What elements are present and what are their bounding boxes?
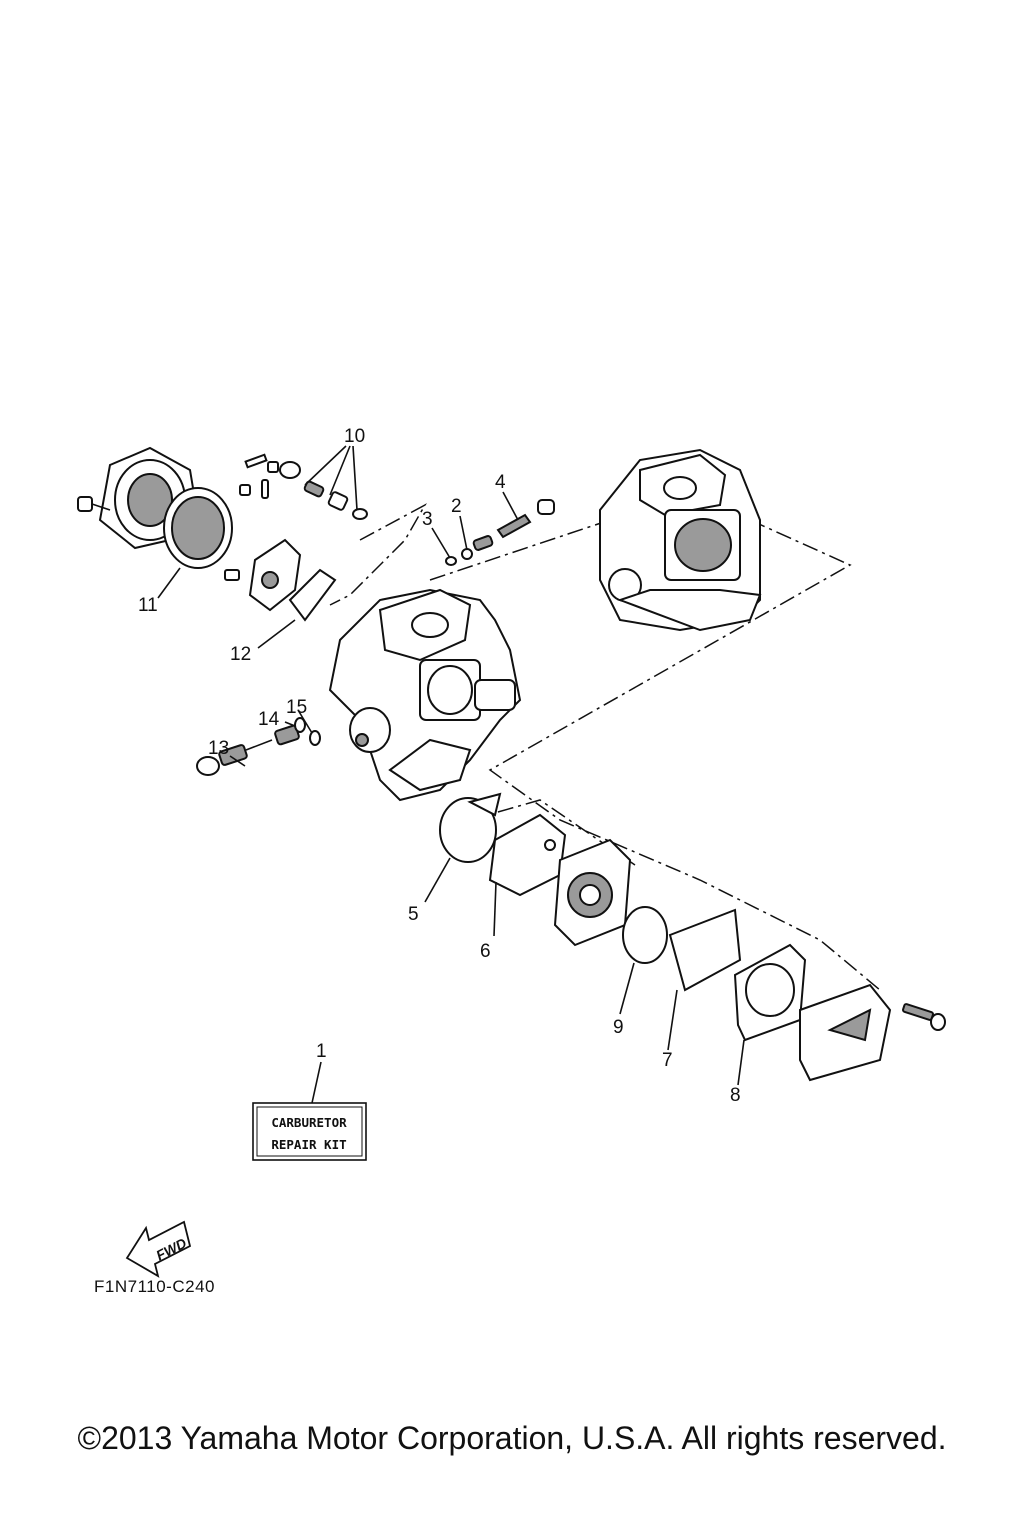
leader-lines	[157, 445, 745, 1104]
pin-parts	[224, 453, 301, 581]
callout-13: 13	[208, 738, 229, 759]
callout-14: 14	[258, 709, 280, 730]
gasket-8	[733, 943, 807, 1042]
cover-screw	[77, 496, 111, 512]
valve-assembly-10	[303, 480, 368, 520]
callout-12: 12	[230, 644, 251, 665]
callout-2: 2	[451, 496, 462, 517]
repair-kit-box: CARBURETOR REPAIR KIT	[252, 1102, 367, 1161]
cap-13	[196, 756, 220, 776]
fwd-arrow-icon: FWD	[125, 1220, 192, 1278]
cover-bolt	[902, 1003, 946, 1031]
callout-5: 5	[408, 904, 419, 925]
copyright-notice: ©2013 Yamaha Motor Corporation, U.S.A. A…	[77, 1420, 946, 1456]
washer-14	[294, 717, 306, 733]
repair-kit-line1: CARBURETOR	[271, 1115, 347, 1130]
rear-carburetor-body	[599, 448, 762, 632]
callout-15: 15	[286, 697, 307, 718]
callout-1: 1	[316, 1041, 327, 1062]
callout-numbers: 10 3 2 4 11 12 15 14 13 5 6 9 7 8 1	[138, 426, 741, 1106]
diagram-code: F1N7110-C240	[94, 1277, 215, 1296]
pump-cover	[799, 983, 892, 1082]
callout-9: 9	[613, 1017, 624, 1038]
o-ring-9	[622, 906, 668, 964]
o-ring-15	[309, 730, 321, 746]
callout-6: 6	[480, 941, 491, 962]
front-carburetor-body	[328, 588, 522, 802]
gasket-6	[488, 813, 567, 897]
diaphragm-11	[163, 487, 233, 569]
callout-8: 8	[730, 1085, 741, 1106]
washer-2	[461, 548, 473, 560]
spring-2	[472, 535, 494, 551]
gasket-5	[439, 792, 502, 863]
pilot-screw-13	[218, 739, 273, 766]
callout-7: 7	[662, 1050, 673, 1071]
callout-3: 3	[422, 509, 433, 530]
callout-11: 11	[138, 595, 158, 616]
pump-body	[553, 838, 632, 947]
callout-4: 4	[495, 472, 506, 493]
repair-kit-line2: REPAIR KIT	[271, 1137, 346, 1152]
fuel-pump-body-12	[248, 538, 337, 622]
small-ring-3	[445, 556, 457, 566]
callout-10: 10	[344, 426, 365, 447]
diaphragm-7	[668, 908, 742, 992]
needle-valve-4	[496, 499, 555, 539]
